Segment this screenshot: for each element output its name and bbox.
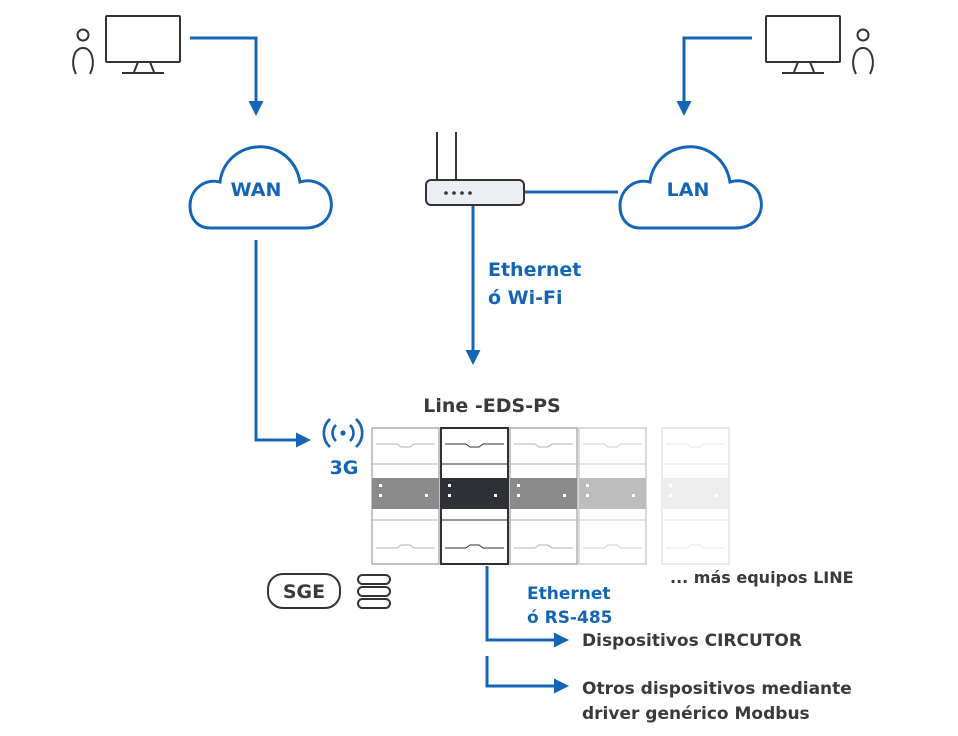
sge-badge bbox=[267, 573, 341, 609]
signal-label: 3G bbox=[330, 457, 359, 479]
ethernet-rs485-label-line2: ó RS-485 bbox=[527, 608, 612, 628]
wan-label: WAN bbox=[231, 179, 282, 201]
other-devices-label-line2: driver genérico Modbus bbox=[582, 704, 810, 724]
device-module-3 bbox=[509, 427, 578, 565]
right-user-icon bbox=[852, 28, 874, 75]
wan-cloud-icon bbox=[188, 145, 333, 230]
circutor-devices-label: Dispositivos CIRCUTOR bbox=[582, 631, 802, 651]
connector-right-monitor-lan bbox=[676, 36, 752, 116]
lan-label: LAN bbox=[667, 179, 710, 201]
device-module-4 bbox=[578, 427, 647, 565]
more-line-label: ... más equipos LINE bbox=[670, 568, 854, 587]
connector-device-otros bbox=[485, 656, 569, 694]
wireless-signal-icon bbox=[322, 418, 364, 448]
ethernet-wifi-label-line2: ó Wi-Fi bbox=[488, 287, 563, 309]
right-monitor-icon bbox=[765, 15, 841, 74]
device-module-5 bbox=[661, 427, 730, 565]
sge-label: SGE bbox=[283, 581, 325, 603]
connector-wan-device bbox=[254, 240, 311, 448]
left-user-icon bbox=[72, 28, 94, 75]
ethernet-wifi-label-line1: Ethernet bbox=[488, 259, 581, 281]
connector-left-monitor-wan bbox=[190, 36, 264, 116]
device-title: Line -EDS-PS bbox=[423, 395, 560, 417]
lan-cloud-icon bbox=[618, 145, 763, 230]
left-monitor-icon bbox=[105, 15, 181, 74]
database-icon bbox=[357, 574, 391, 609]
connector-device-circutor bbox=[485, 566, 569, 648]
device-module-2 bbox=[440, 427, 509, 565]
ethernet-rs485-label-line1: Ethernet bbox=[527, 584, 611, 604]
device-module-1 bbox=[371, 427, 440, 565]
other-devices-label-line1: Otros dispositivos mediante bbox=[582, 679, 852, 699]
router-icon bbox=[425, 132, 525, 206]
